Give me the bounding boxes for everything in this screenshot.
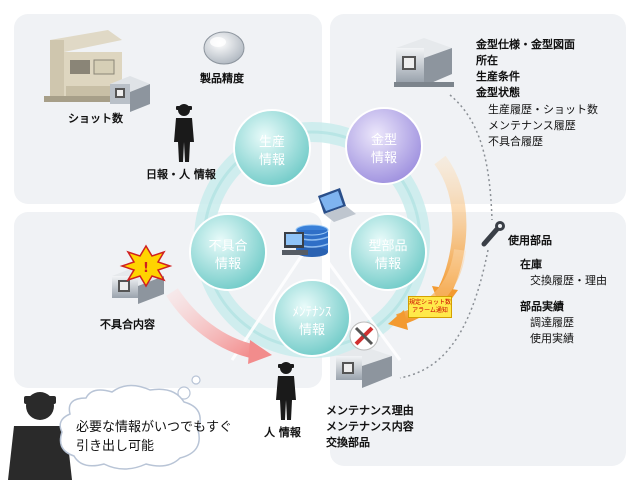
maintenance-info-item: メンテナンス理由 xyxy=(326,404,414,417)
parts-stock-sub: 交換履歴・理由 xyxy=(530,274,607,287)
node-mold xyxy=(345,107,423,185)
mold-box-icon xyxy=(110,76,150,112)
worker-icon xyxy=(174,104,194,162)
node-defect-label: 不具合情報 xyxy=(208,239,248,272)
mold-box-icon xyxy=(336,346,392,388)
mold-info-sub: 不具合履歴 xyxy=(488,135,543,148)
mold-info-item: 金型仕様・金型図面 xyxy=(476,38,575,51)
parts-title: 使用部品 xyxy=(508,234,552,247)
node-maintenance xyxy=(273,279,351,357)
mold-info-item: 金型状態 xyxy=(476,86,520,99)
mold-box-icon xyxy=(394,38,454,87)
person-info-label: 人 情報 xyxy=(264,426,301,439)
worker-icon xyxy=(8,392,72,480)
node-mold-label: 金型情報 xyxy=(370,133,397,166)
parts-record-sub: 使用実績 xyxy=(530,332,574,345)
pink-arrow xyxy=(166,288,258,359)
thought-bubble xyxy=(59,375,201,470)
mold-info-sub: メンテナンス履歴 xyxy=(488,119,576,132)
mold-info-sub: 生産履歴・ショット数 xyxy=(488,103,598,116)
shot-count-label: ショット数 xyxy=(68,112,123,125)
laptop-icon xyxy=(318,188,356,222)
parts-record-sub: 調達履歴 xyxy=(530,316,574,329)
product-accuracy-label: 製品精度 xyxy=(200,72,244,85)
worker-icon xyxy=(276,362,296,420)
node-production xyxy=(233,109,311,187)
daily-report-label: 日報・人 情報 xyxy=(146,168,216,181)
bubble-text: 必要な情報がいつでもすぐ 引き出し可能 xyxy=(76,420,233,454)
node-production-label: 生産情報 xyxy=(258,135,285,168)
parts-stock-title: 在庫 xyxy=(520,258,542,271)
lens-icon xyxy=(203,31,245,65)
maintenance-info-item: 交換部品 xyxy=(326,436,370,449)
maintenance-info-item: メンテナンス内容 xyxy=(326,420,414,433)
alarm-tag: 規定ショット数 アラーム通知 xyxy=(408,296,452,318)
node-defect xyxy=(189,213,267,291)
parts-record-title: 部品実績 xyxy=(520,300,564,313)
svg-text:!: ! xyxy=(143,261,149,276)
warning-icon: ! xyxy=(119,244,173,288)
node-maintenance-label: ﾒﾝﾃﾅﾝｽ情報 xyxy=(292,305,332,338)
node-parts-label: 型部品情報 xyxy=(368,239,408,272)
defect-detail-label: 不具合内容 xyxy=(100,318,155,331)
mold-info-item: 所在 xyxy=(476,54,498,67)
pc-icon xyxy=(282,232,308,255)
mold-info-item: 生産条件 xyxy=(476,70,520,83)
node-parts xyxy=(349,213,427,291)
tools-icon xyxy=(349,321,379,351)
wrench-icon xyxy=(481,221,505,247)
